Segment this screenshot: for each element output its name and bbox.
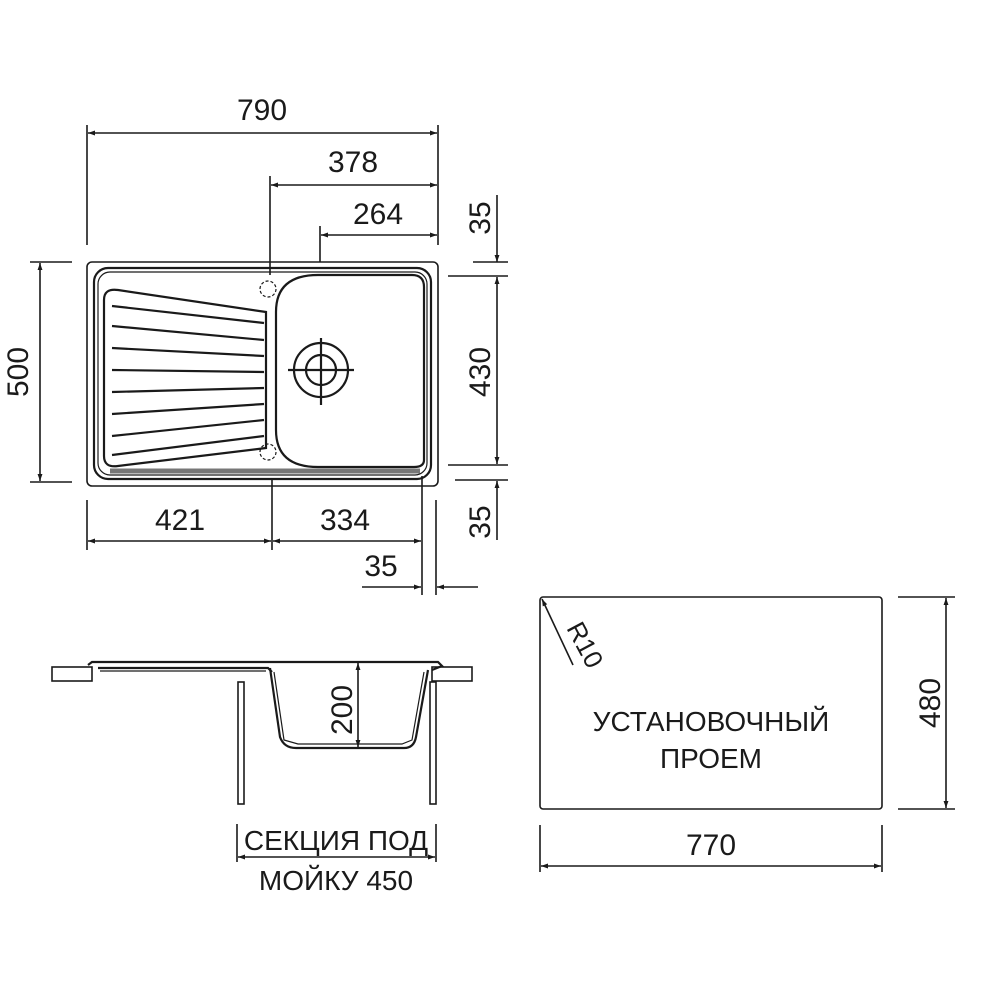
dim-corner-radius: R10 <box>561 617 610 673</box>
dim-bottom-margin: 35 <box>464 505 497 538</box>
bowl-profile <box>268 667 430 750</box>
countertop-right <box>431 666 473 682</box>
dim-top-margin: 35 <box>464 201 497 234</box>
cabinet-label-line1: СЕКЦИЯ ПОД <box>244 825 428 856</box>
right-dimensions: 35 430 35 <box>448 195 508 540</box>
dim-bowl-section-width: 378 <box>328 146 378 179</box>
dim-drainboard-width: 421 <box>155 504 205 537</box>
top-dimensions: 790 378 264 <box>86 94 439 275</box>
cabinet-wall-right <box>429 681 437 805</box>
dim-overall-width: 790 <box>237 94 287 127</box>
dim-cutout-width: 770 <box>686 829 736 862</box>
drainboard-grooves <box>111 304 265 457</box>
cutout-label-line2: ПРОЕМ <box>660 743 762 774</box>
cabinet-wall-left <box>237 681 245 805</box>
sink-inner-rim <box>92 266 433 481</box>
left-dimension: 500 <box>2 261 72 483</box>
sink-bowl <box>274 273 426 469</box>
dim-overall-height: 500 <box>2 347 35 397</box>
top-view <box>86 261 439 487</box>
sink-outer-rim <box>86 261 439 487</box>
cutout-view: R10 УСТАНОВОЧНЫЙ ПРОЕМ 770 480 <box>539 596 955 872</box>
dim-bowl-width: 334 <box>320 504 370 537</box>
dim-bowl-height: 430 <box>464 347 497 397</box>
drainboard <box>102 288 268 468</box>
dim-bowl-offset-width: 264 <box>353 198 403 231</box>
dim-cutout-height: 480 <box>914 678 947 728</box>
tap-hole-top <box>259 280 277 298</box>
drain-icon <box>288 338 354 405</box>
tap-hole-bottom <box>259 443 277 461</box>
bottom-dimensions: 421 334 35 <box>86 476 478 595</box>
cutout-outline <box>539 596 883 810</box>
dim-right-margin: 35 <box>364 550 397 583</box>
cabinet-label-line2: МОЙКУ 450 <box>259 865 413 896</box>
countertop-left <box>51 666 93 682</box>
dim-bowl-depth: 200 <box>326 685 359 735</box>
side-view: 200 СЕКЦИЯ ПОД МОЙКУ 450 <box>51 660 473 896</box>
cutout-label-line1: УСТАНОВОЧНЫЙ <box>593 706 830 737</box>
